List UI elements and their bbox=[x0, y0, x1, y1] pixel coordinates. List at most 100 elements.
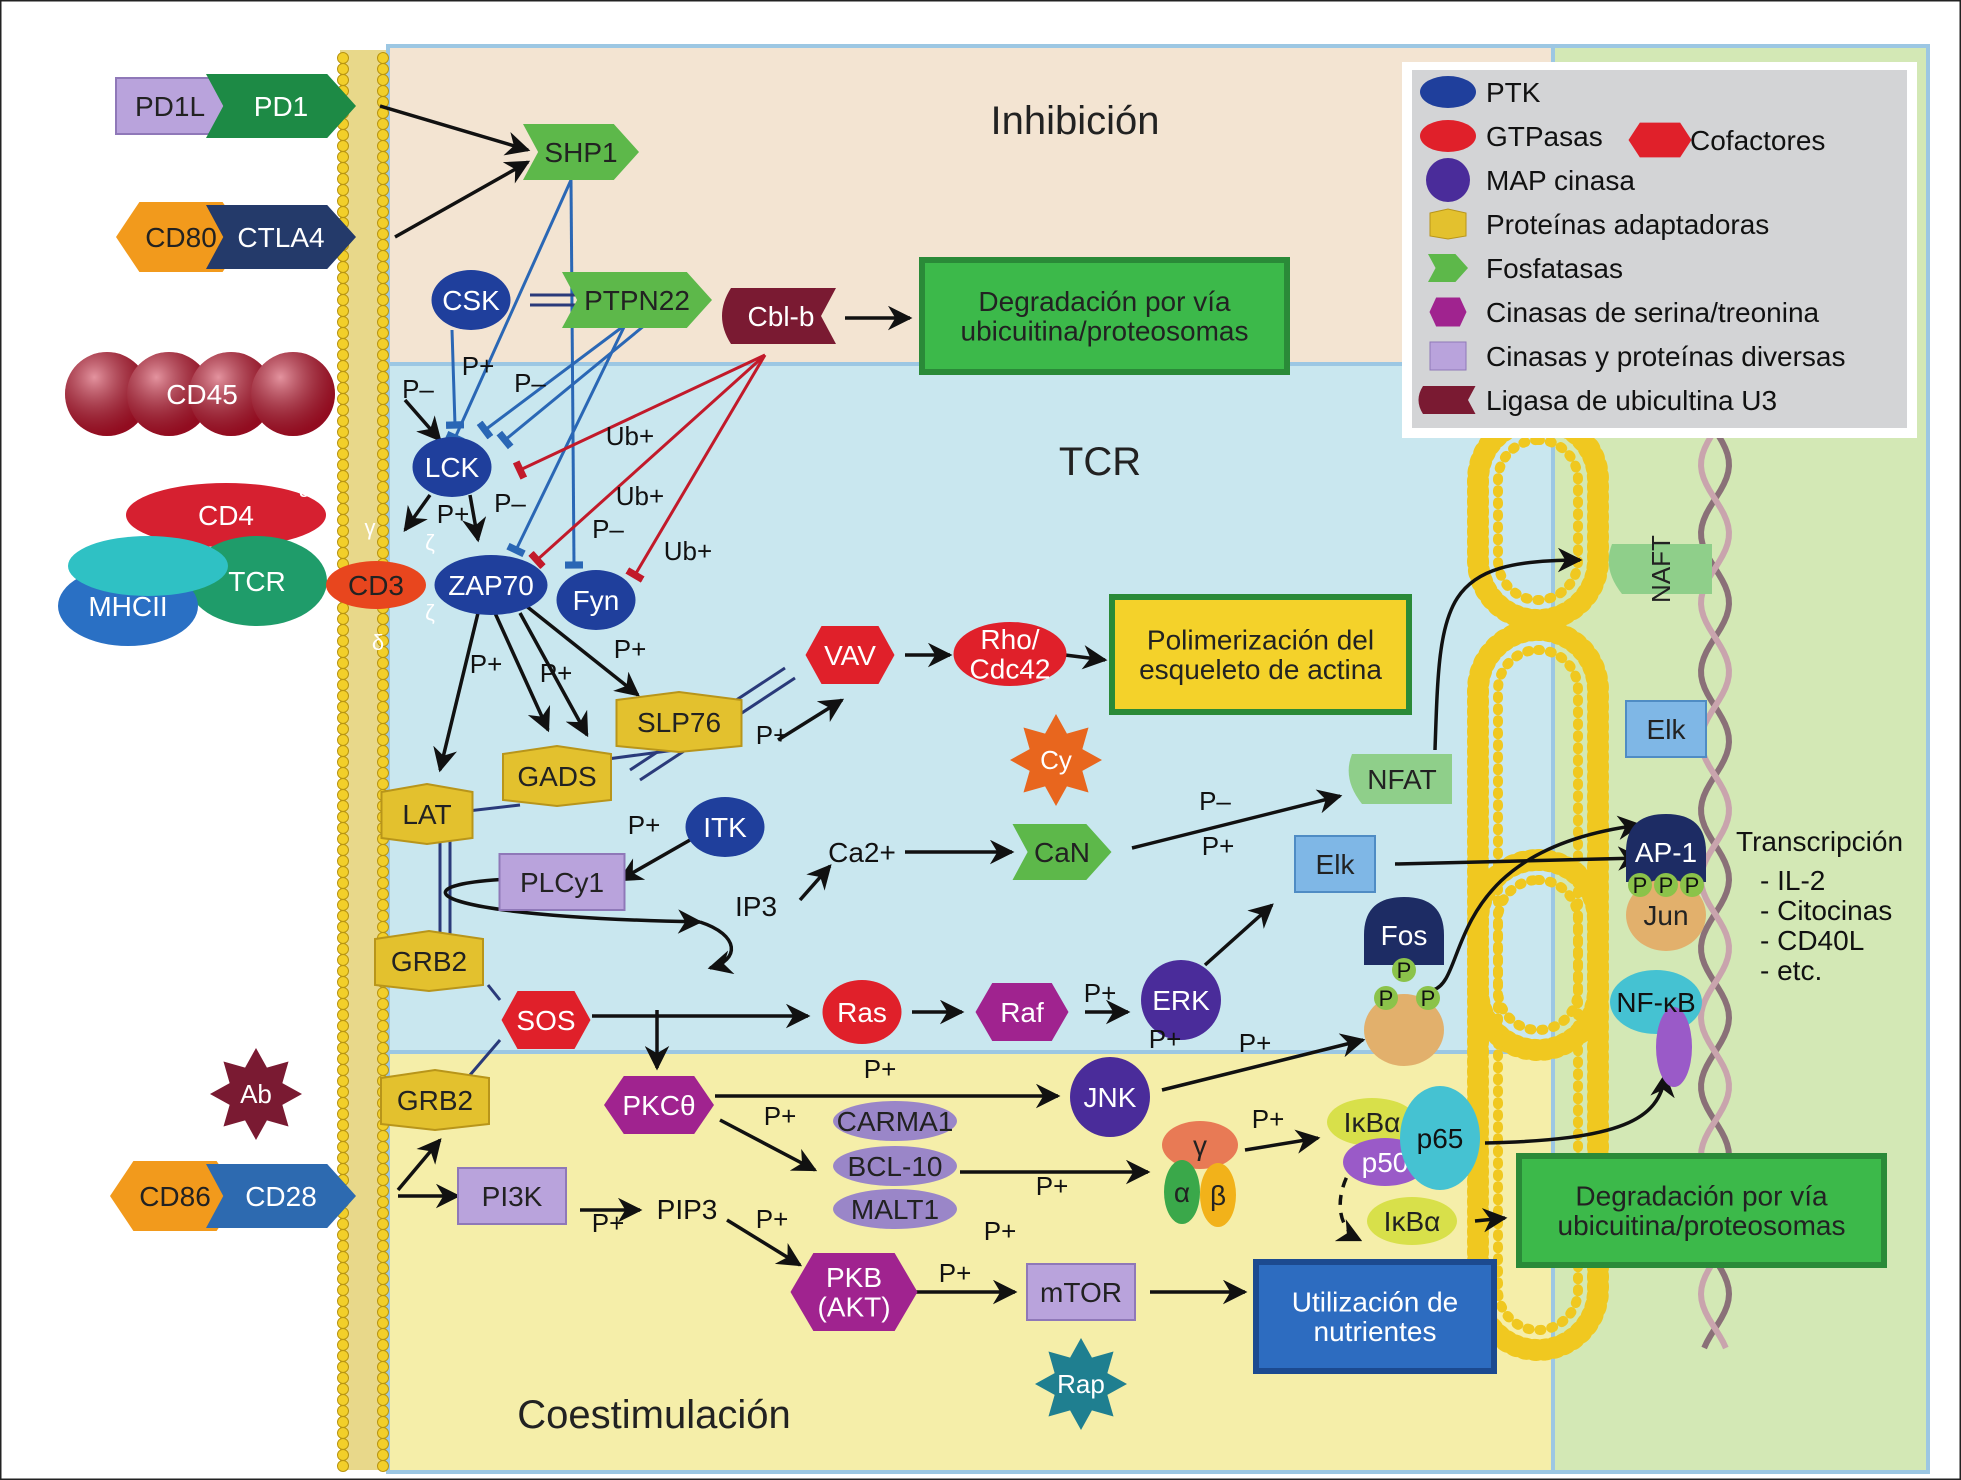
molecule-label: PKB bbox=[826, 1262, 882, 1293]
dome-shape bbox=[1364, 897, 1444, 965]
molecule-rho: Rho/Cdc42 bbox=[953, 622, 1067, 686]
molecule-pkb: PKB(AKT) bbox=[790, 1253, 918, 1331]
molecule-cd28: CD28 bbox=[206, 1164, 356, 1228]
ikk-beta-shape bbox=[1200, 1163, 1236, 1227]
molecule-label: AP-1 bbox=[1635, 837, 1697, 868]
signal-arrow bbox=[1131, 789, 1343, 850]
elk-shape bbox=[1294, 835, 1376, 893]
edge-label: P+ bbox=[462, 351, 495, 381]
lipid-head bbox=[377, 305, 389, 317]
edge-label: P+ bbox=[939, 1258, 972, 1288]
ptk-shape bbox=[1420, 76, 1476, 108]
lipid-head bbox=[337, 1416, 349, 1428]
lipid-head bbox=[377, 668, 389, 680]
lipid-head bbox=[337, 1218, 349, 1230]
gtpase-shape bbox=[953, 622, 1067, 686]
edge-label: P+ bbox=[984, 1216, 1017, 1246]
lipid-head bbox=[377, 118, 389, 130]
edge-label: Ub+ bbox=[664, 536, 712, 566]
mhcii-shape bbox=[68, 536, 228, 596]
edge-label: P+ bbox=[470, 649, 503, 679]
phospho-label: P bbox=[1397, 958, 1412, 983]
receptor-shape bbox=[110, 1161, 240, 1231]
molecule-sos: SOS bbox=[501, 991, 591, 1049]
region-label-inhibition: Inhibición bbox=[990, 99, 1159, 143]
molecule-label: TCR bbox=[228, 566, 286, 597]
edge-label: P– bbox=[402, 374, 434, 404]
adaptor-shape bbox=[1429, 208, 1467, 240]
molecule-label: CTLA4 bbox=[237, 222, 324, 253]
molecule-gads: GADS bbox=[502, 744, 612, 808]
cell-membrane bbox=[337, 50, 389, 1472]
molecule-lck: LCK bbox=[412, 437, 492, 497]
lipid-head bbox=[377, 866, 389, 878]
signal-arrow bbox=[699, 920, 735, 975]
lipid-head bbox=[337, 822, 349, 834]
box-frame bbox=[919, 257, 1290, 375]
lipid-head bbox=[337, 624, 349, 636]
molecule-label: β bbox=[1210, 1180, 1226, 1211]
tan-shape bbox=[1364, 994, 1444, 1066]
lipid-head bbox=[337, 448, 349, 460]
gtpase-shape bbox=[822, 980, 902, 1044]
lipid-head bbox=[377, 151, 389, 163]
lipid-head bbox=[337, 1284, 349, 1296]
lipid-head bbox=[377, 349, 389, 361]
lipid-head bbox=[377, 52, 389, 64]
signal-arrow bbox=[486, 984, 502, 1001]
star-shape bbox=[1010, 714, 1102, 806]
lipid-head bbox=[337, 745, 349, 757]
phospho-dot bbox=[1628, 873, 1652, 897]
molecule-cd3: CD3 bbox=[326, 561, 426, 609]
molecule-label: PD1 bbox=[254, 91, 308, 122]
molecule-nfat: NFAT bbox=[1348, 754, 1452, 804]
transcription-item: - etc. bbox=[1760, 955, 1822, 986]
lipid-head bbox=[337, 338, 349, 350]
lipid-head bbox=[377, 228, 389, 240]
legend-label: Proteínas adaptadoras bbox=[1486, 209, 1769, 240]
ikk-gamma-shape bbox=[1162, 1121, 1238, 1169]
edge-label: P+ bbox=[592, 1208, 625, 1238]
molecule-label: ERK bbox=[1152, 985, 1210, 1016]
molecule-label: CD4 bbox=[198, 500, 254, 531]
lipid-head bbox=[337, 415, 349, 427]
signal-arrow bbox=[445, 329, 465, 429]
cd3-shape bbox=[326, 561, 426, 609]
nuclear-membrane bbox=[1467, 409, 1609, 1361]
lipid-head bbox=[337, 349, 349, 361]
molecule-label: CARMA1 bbox=[837, 1106, 954, 1137]
molecule-rap: Rap bbox=[1035, 1338, 1127, 1430]
cofactor-shape bbox=[501, 991, 591, 1049]
lipid-head bbox=[337, 1130, 349, 1142]
lipid-head bbox=[337, 360, 349, 372]
legend-label: Cinasas y proteínas diversas bbox=[1486, 341, 1846, 372]
lipid-head bbox=[377, 998, 389, 1010]
lipid-head bbox=[337, 1009, 349, 1021]
cd3-chain-label: ε bbox=[299, 477, 309, 502]
lipid-head bbox=[337, 1372, 349, 1384]
legend-item-serthr: Cinasas de serina/treonina bbox=[1429, 297, 1820, 328]
molecule-carma1: CARMA1 bbox=[833, 1101, 957, 1141]
edge-label: P+ bbox=[614, 634, 647, 664]
lipid-head bbox=[337, 1427, 349, 1439]
edge-label: P+ bbox=[864, 1054, 897, 1084]
phospho-label: P bbox=[1659, 873, 1674, 898]
lipid-head bbox=[337, 514, 349, 526]
lipid-head bbox=[377, 1053, 389, 1065]
lipid-head bbox=[377, 316, 389, 328]
lipid-head bbox=[337, 503, 349, 515]
lipid-head bbox=[337, 1031, 349, 1043]
lipid-head bbox=[337, 910, 349, 922]
lipid-head bbox=[337, 151, 349, 163]
signal-arrow bbox=[1484, 1072, 1675, 1145]
molecule-label: Raf bbox=[1000, 997, 1044, 1028]
box-label: esqueleto de actina bbox=[1139, 654, 1382, 685]
signal-arrow bbox=[719, 1118, 818, 1172]
lipid-head bbox=[337, 1064, 349, 1076]
lipid-head bbox=[377, 910, 389, 922]
lipid-head bbox=[337, 525, 349, 537]
phospho-label: P bbox=[1633, 873, 1648, 898]
lipid-head bbox=[377, 987, 389, 999]
lipid-head bbox=[337, 294, 349, 306]
